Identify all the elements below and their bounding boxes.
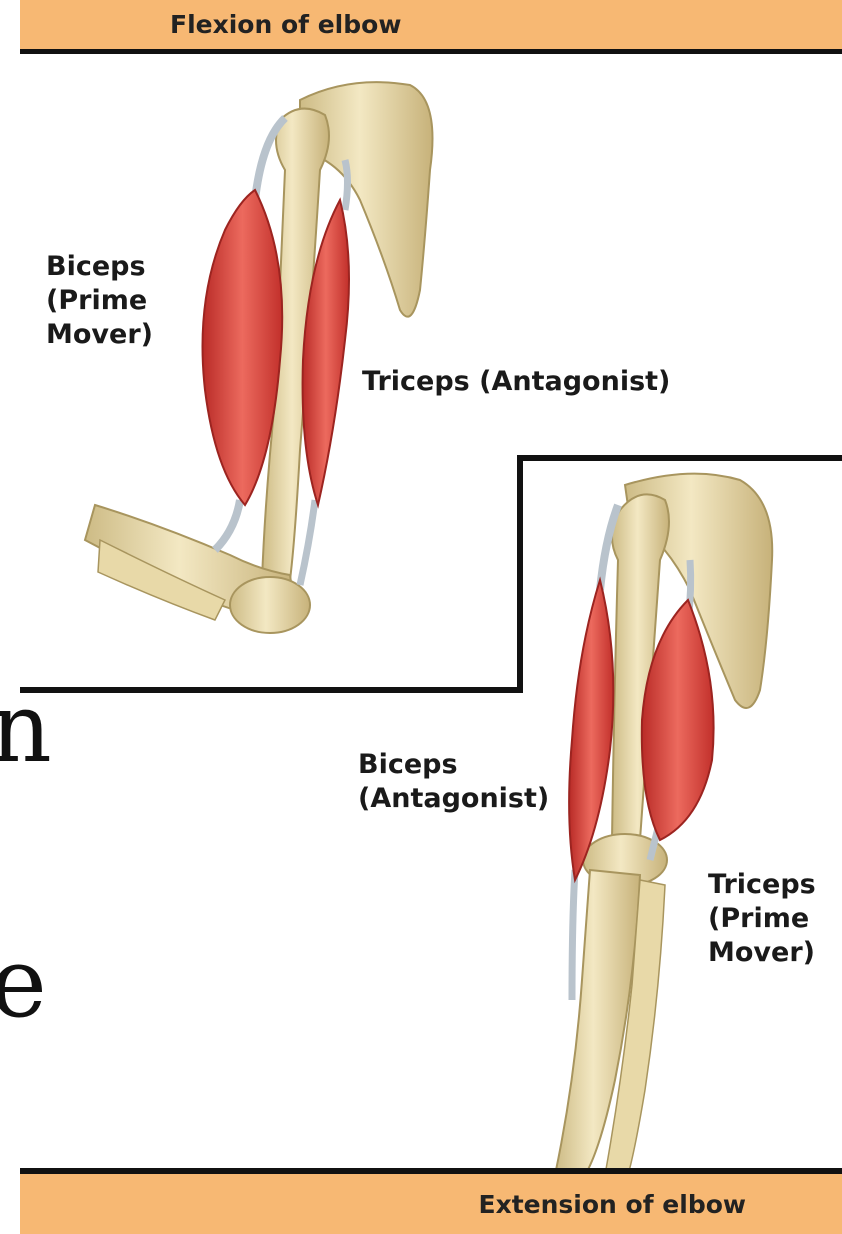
flexion-title: Flexion of elbow — [170, 10, 401, 39]
label-flexion-biceps: Biceps (Prime Mover) — [46, 250, 153, 352]
label-extension-triceps: Triceps (Prime Mover) — [708, 868, 816, 970]
extension-biceps-muscle — [569, 580, 613, 880]
banner-extension-title: Extension of elbow — [20, 1168, 842, 1234]
banner-flexion-title: Flexion of elbow — [20, 0, 842, 54]
clipped-text-n: n — [0, 680, 52, 776]
extension-arm — [555, 474, 772, 1175]
label-flexion-triceps: Triceps (Antagonist) — [362, 365, 670, 399]
label-extension-biceps: Biceps (Antagonist) — [358, 748, 549, 816]
flexion-elbow-joint — [230, 577, 310, 633]
clipped-text-e: e — [0, 935, 47, 1031]
extension-title: Extension of elbow — [479, 1190, 746, 1219]
flexion-arm — [85, 82, 433, 633]
